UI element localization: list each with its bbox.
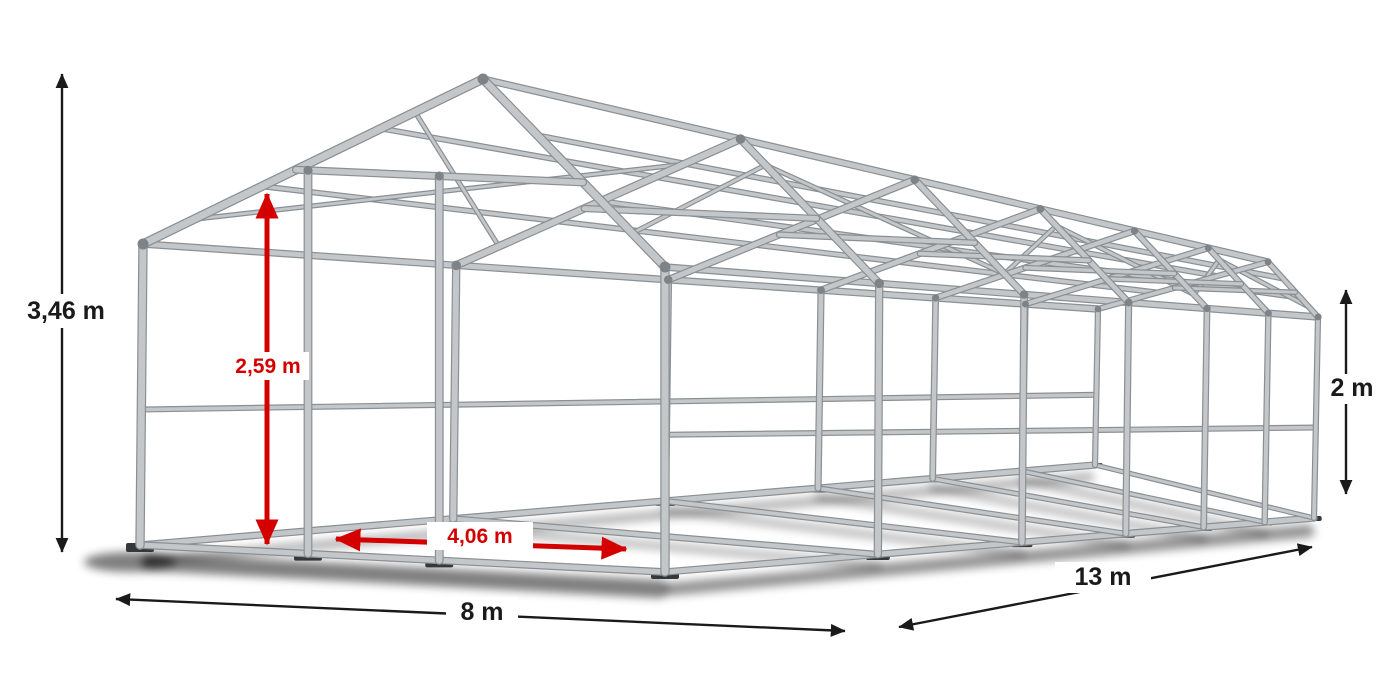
side-height-label: 2 m	[1330, 374, 1373, 402]
tube-segment	[136, 240, 147, 549]
pipe-connector	[137, 238, 149, 250]
tube-segment	[1003, 224, 1058, 276]
pipe-connector	[1130, 227, 1139, 235]
tube-segment	[917, 251, 1091, 263]
pipe-connector	[1021, 300, 1029, 308]
tube-segment	[930, 295, 938, 481]
pipe-connector	[817, 286, 825, 295]
entrance-width-label-bg	[427, 522, 533, 550]
tube-segment	[1172, 286, 1298, 294]
tube-segment	[139, 392, 1099, 412]
pipe-connector	[1019, 290, 1029, 299]
shadow	[84, 552, 176, 572]
pipe-connector	[874, 278, 884, 289]
tube-segment	[1132, 228, 1210, 311]
tube-segment	[479, 75, 669, 271]
pipe-connector	[910, 175, 920, 184]
dimension-layer: 3,46 m 2 m 8 m 13 m 2,59 m	[14, 73, 1384, 637]
dimension-length: 13 m	[898, 543, 1313, 631]
tube-segment	[665, 177, 918, 283]
entrance-width-label: 4,06 m	[447, 525, 512, 548]
pipe-connector	[1264, 258, 1272, 266]
frame-layer	[84, 73, 1322, 598]
tube-segment	[139, 75, 487, 248]
clearance-height-label: 2,59 m	[235, 355, 300, 378]
tube-segment	[1206, 246, 1271, 316]
total-height-label-bg	[14, 294, 118, 328]
tube-segment	[1019, 291, 1027, 545]
tube-segment	[815, 287, 824, 491]
tube-segment	[1020, 469, 1267, 524]
pipe-connector	[477, 73, 489, 85]
tube-segment	[1312, 315, 1320, 520]
tube-segment	[450, 262, 460, 522]
length-label-bg	[1055, 562, 1151, 593]
tube-segment	[933, 228, 1137, 301]
pipe-connector	[1264, 309, 1272, 317]
dimension-side-height: 2 m	[1320, 289, 1384, 495]
dimension-total-height: 3,46 m	[14, 73, 118, 553]
tube-segment	[1106, 277, 1243, 286]
tube-segment	[912, 177, 1027, 298]
tube-segment	[816, 486, 1128, 536]
pipe-connector	[931, 294, 940, 302]
tube-segment	[1023, 246, 1211, 307]
tube-segment	[630, 163, 767, 235]
tube-segment	[1217, 258, 1311, 309]
clearance-height-label-bg	[227, 352, 309, 380]
pipe-connector	[663, 275, 673, 285]
width-label-bg	[446, 597, 518, 628]
tube-segment	[1093, 307, 1100, 467]
pipe-connector	[1094, 305, 1102, 313]
tube-segment	[1201, 306, 1210, 530]
tube-segment	[581, 206, 820, 221]
frame-tubes	[135, 74, 1322, 577]
pipe-connector	[1314, 313, 1322, 321]
pipe-connector	[735, 134, 746, 144]
pipe-connector	[1203, 304, 1211, 313]
width-label: 8 m	[460, 598, 503, 626]
tube-segment	[737, 136, 883, 287]
dimension-clearance-height: 2,59 m	[227, 192, 309, 546]
pipe-connector	[434, 171, 444, 181]
tube-segment	[480, 76, 1271, 265]
pipe-connector	[303, 165, 313, 175]
dimension-entrance-width: 4,06 m	[334, 522, 628, 560]
pipe-connector	[1204, 244, 1212, 252]
pipe-connector	[1036, 204, 1045, 213]
shadow	[141, 553, 669, 598]
dimension-width: 8 m	[115, 593, 846, 637]
length-label: 13 m	[1075, 563, 1132, 591]
tube-segment	[874, 280, 883, 558]
tube-segment	[777, 232, 978, 245]
tube-segment	[1123, 300, 1131, 537]
pipe-connector	[659, 261, 671, 273]
pipe-connectors	[137, 73, 1322, 321]
tube-segment	[1037, 206, 1131, 305]
tube-segment	[663, 499, 1024, 545]
tube-segment	[1262, 311, 1271, 525]
side-height-label-bg	[1320, 374, 1384, 404]
tube-segment	[931, 476, 1206, 529]
tube-segment	[818, 206, 1043, 293]
pipe-connector	[451, 260, 462, 271]
pipe-connector	[1124, 298, 1133, 307]
total-height-label: 3,46 m	[27, 297, 105, 325]
